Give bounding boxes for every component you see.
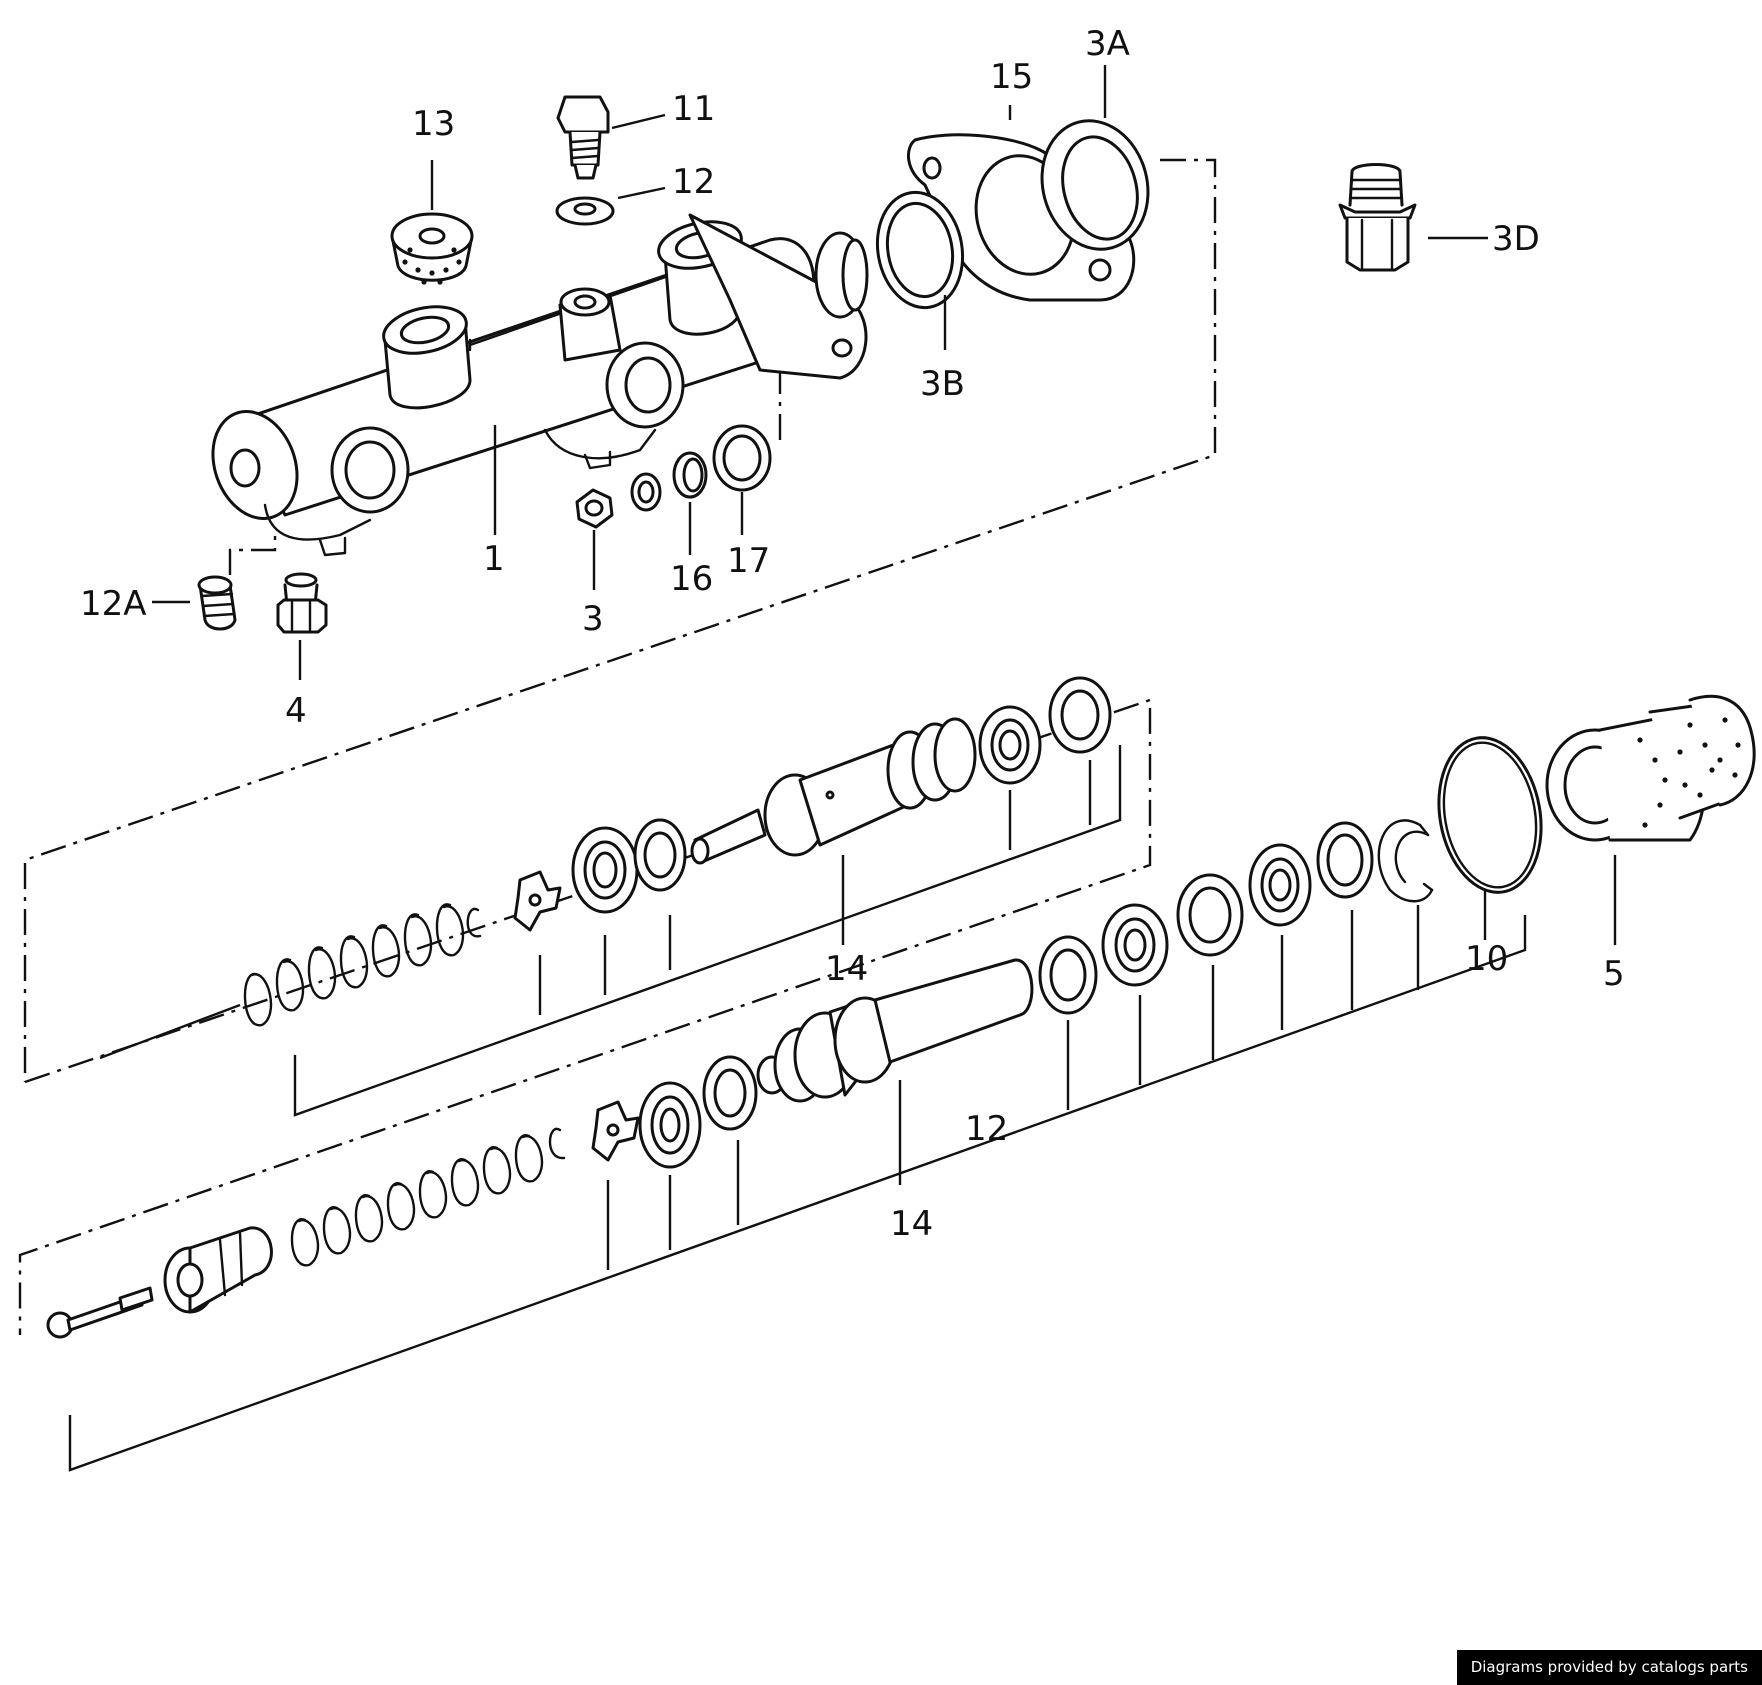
stop-bolt[interactable] — [556, 95, 610, 180]
thin-ring[interactable] — [672, 451, 708, 499]
callout-11: 11 — [672, 89, 715, 129]
large-o-ring-10[interactable] — [1427, 730, 1553, 901]
callout-10: 10 — [1465, 939, 1508, 979]
bleed-cap[interactable] — [197, 575, 237, 631]
hex-nut[interactable] — [575, 488, 614, 529]
secondary-spring[interactable] — [243, 903, 482, 1027]
dust-boot[interactable] — [1545, 694, 1756, 842]
washer-lower-b[interactable] — [1038, 935, 1098, 1015]
cup-seal-upper-a[interactable] — [978, 705, 1042, 785]
sealing-washer[interactable] — [555, 196, 615, 226]
callout-3: 3 — [582, 599, 604, 639]
large-o-ring[interactable] — [1028, 109, 1162, 261]
cup-seal-lower-a[interactable] — [1101, 903, 1169, 987]
primary-cup-upper[interactable] — [571, 826, 639, 914]
small-washer[interactable] — [630, 472, 662, 512]
callout-14-upper: 14 — [825, 949, 868, 989]
primary-cup-lower[interactable] — [638, 1081, 702, 1169]
primary-piston[interactable] — [756, 958, 1034, 1103]
callout-12a: 12A — [80, 584, 147, 624]
port-seal[interactable] — [712, 424, 772, 492]
plug-fitting[interactable] — [276, 572, 328, 634]
cup-seal-lower-c[interactable] — [1248, 843, 1312, 927]
callout-4: 4 — [285, 691, 307, 731]
seal-ring-3b[interactable] — [869, 186, 972, 315]
cup-seal-upper-b[interactable] — [1048, 676, 1112, 754]
callout-15: 15 — [990, 57, 1033, 97]
callout-12-mid: 12 — [965, 1109, 1008, 1149]
callout-16: 16 — [670, 559, 713, 599]
reservoir-grommet[interactable] — [390, 212, 474, 285]
master-cylinder-body[interactable] — [199, 213, 869, 557]
callout-3d: 3D — [1492, 219, 1540, 259]
washer-upper[interactable] — [633, 818, 687, 892]
credit-badge: Diagrams provided by catalogs parts — [1456, 1650, 1762, 1685]
callout-5: 5 — [1603, 954, 1625, 994]
callout-3b: 3B — [920, 364, 965, 404]
primary-spring[interactable] — [290, 1127, 566, 1267]
callout-13: 13 — [412, 104, 455, 144]
spring-seat[interactable] — [513, 870, 562, 932]
callout-14-lower: 14 — [890, 1204, 933, 1244]
stop-screw[interactable] — [46, 1286, 154, 1339]
callout-12-top: 12 — [672, 162, 715, 202]
callout-17: 17 — [727, 541, 770, 581]
stop-sleeve[interactable] — [163, 1226, 273, 1314]
leader-lines — [68, 65, 1617, 1472]
callout-1: 1 — [483, 539, 505, 579]
callout-labels: 1 3 3A 3B 3D 4 5 10 11 12 12 12A 13 14 1… — [80, 24, 1625, 1244]
washer-lower[interactable] — [702, 1055, 758, 1131]
cup-seal-lower-b[interactable] — [1176, 873, 1244, 957]
secondary-piston[interactable] — [690, 717, 977, 865]
spring-seat-lower[interactable] — [591, 1100, 640, 1162]
washer-lower-c[interactable] — [1316, 821, 1374, 899]
union-fitting[interactable] — [1338, 163, 1417, 272]
circlip[interactable] — [1377, 819, 1434, 903]
callout-3a: 3A — [1085, 24, 1130, 64]
